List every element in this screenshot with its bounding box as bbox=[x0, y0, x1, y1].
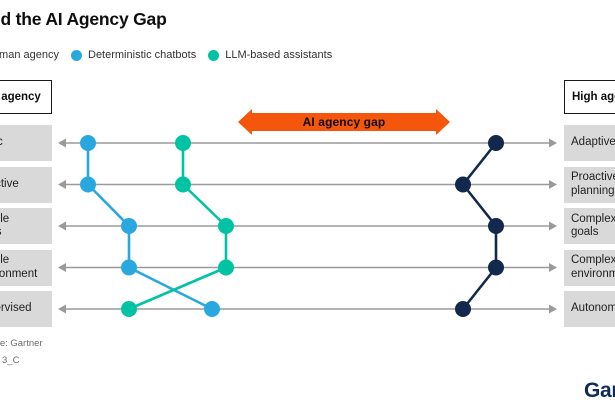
row-label-proactive-planning: Proactive planning bbox=[564, 166, 615, 203]
gap-arrow-label: AI agency gap bbox=[302, 115, 386, 129]
row-label-text: Adaptive bbox=[571, 136, 615, 149]
legend-label: Deterministic chatbots bbox=[88, 49, 197, 61]
row-label-text: environment bbox=[571, 267, 615, 280]
legend-item-deterministic-chatbots: Deterministic chatbots bbox=[71, 49, 196, 61]
row-label-text: Complex bbox=[571, 254, 615, 266]
high-agency-header-label: High agency bbox=[572, 91, 615, 103]
row-label-complex-goals: Complex goals bbox=[564, 208, 615, 244]
row-label-text: goals bbox=[0, 226, 52, 240]
arrow-right-head-icon bbox=[436, 109, 450, 135]
row-label-text: Supervised bbox=[0, 302, 32, 315]
row-label-reactive: Reactive bbox=[0, 166, 52, 203]
row-label-text: Static bbox=[0, 136, 52, 150]
row-label-simple-goals: Simple goals bbox=[0, 208, 52, 244]
row-label-supervised: Supervised bbox=[0, 291, 52, 327]
low-agency-header-label: Low agency bbox=[0, 91, 41, 103]
row-label-text: environment bbox=[0, 267, 38, 280]
legend-item-human-agency: Human agency bbox=[0, 49, 59, 61]
arrow-body bbox=[251, 113, 437, 131]
row-label-text: Complex bbox=[571, 212, 615, 225]
row-label-adaptive: Adaptive bbox=[564, 125, 615, 161]
row-label-static: Static bbox=[0, 125, 52, 161]
legend-item-llm-assistants: LLM-based assistants bbox=[208, 49, 332, 61]
gartner-logo: Gartner bbox=[584, 379, 615, 402]
row-label-text: Autonomous bbox=[571, 302, 615, 315]
llm-assistants-dot-icon bbox=[208, 49, 220, 61]
row-label-text: Reactive bbox=[0, 177, 19, 190]
row-label-text: Simple bbox=[0, 254, 10, 266]
arrow-left-head-icon bbox=[238, 109, 252, 135]
row-label-text: Simple bbox=[0, 212, 10, 225]
legend-label: LLM-based assistants bbox=[225, 49, 333, 61]
legend-label: Human agency bbox=[0, 49, 59, 61]
document-id: 3_C bbox=[2, 355, 20, 366]
source-line: Source: Gartner bbox=[0, 338, 43, 349]
row-label-simple-environment: Simple environment bbox=[0, 249, 52, 286]
ai-agency-gap-arrow: AI agency gap bbox=[238, 109, 450, 135]
low-agency-header-box: Low agency bbox=[0, 80, 52, 114]
row-label-text: goals bbox=[571, 226, 599, 238]
row-label-text: Proactive bbox=[571, 171, 615, 183]
row-label-complex-environment: Complex environment bbox=[564, 249, 615, 286]
deterministic-chatbots-dot-icon bbox=[71, 49, 82, 61]
legend: Human agency Deterministic chatbots LLM-… bbox=[0, 49, 332, 61]
row-label-autonomous: Autonomous bbox=[564, 291, 615, 327]
row-label-text: planning bbox=[571, 184, 615, 197]
chart-title: Mind the AI Agency Gap bbox=[0, 9, 167, 29]
high-agency-header-box: High agency bbox=[564, 80, 615, 114]
